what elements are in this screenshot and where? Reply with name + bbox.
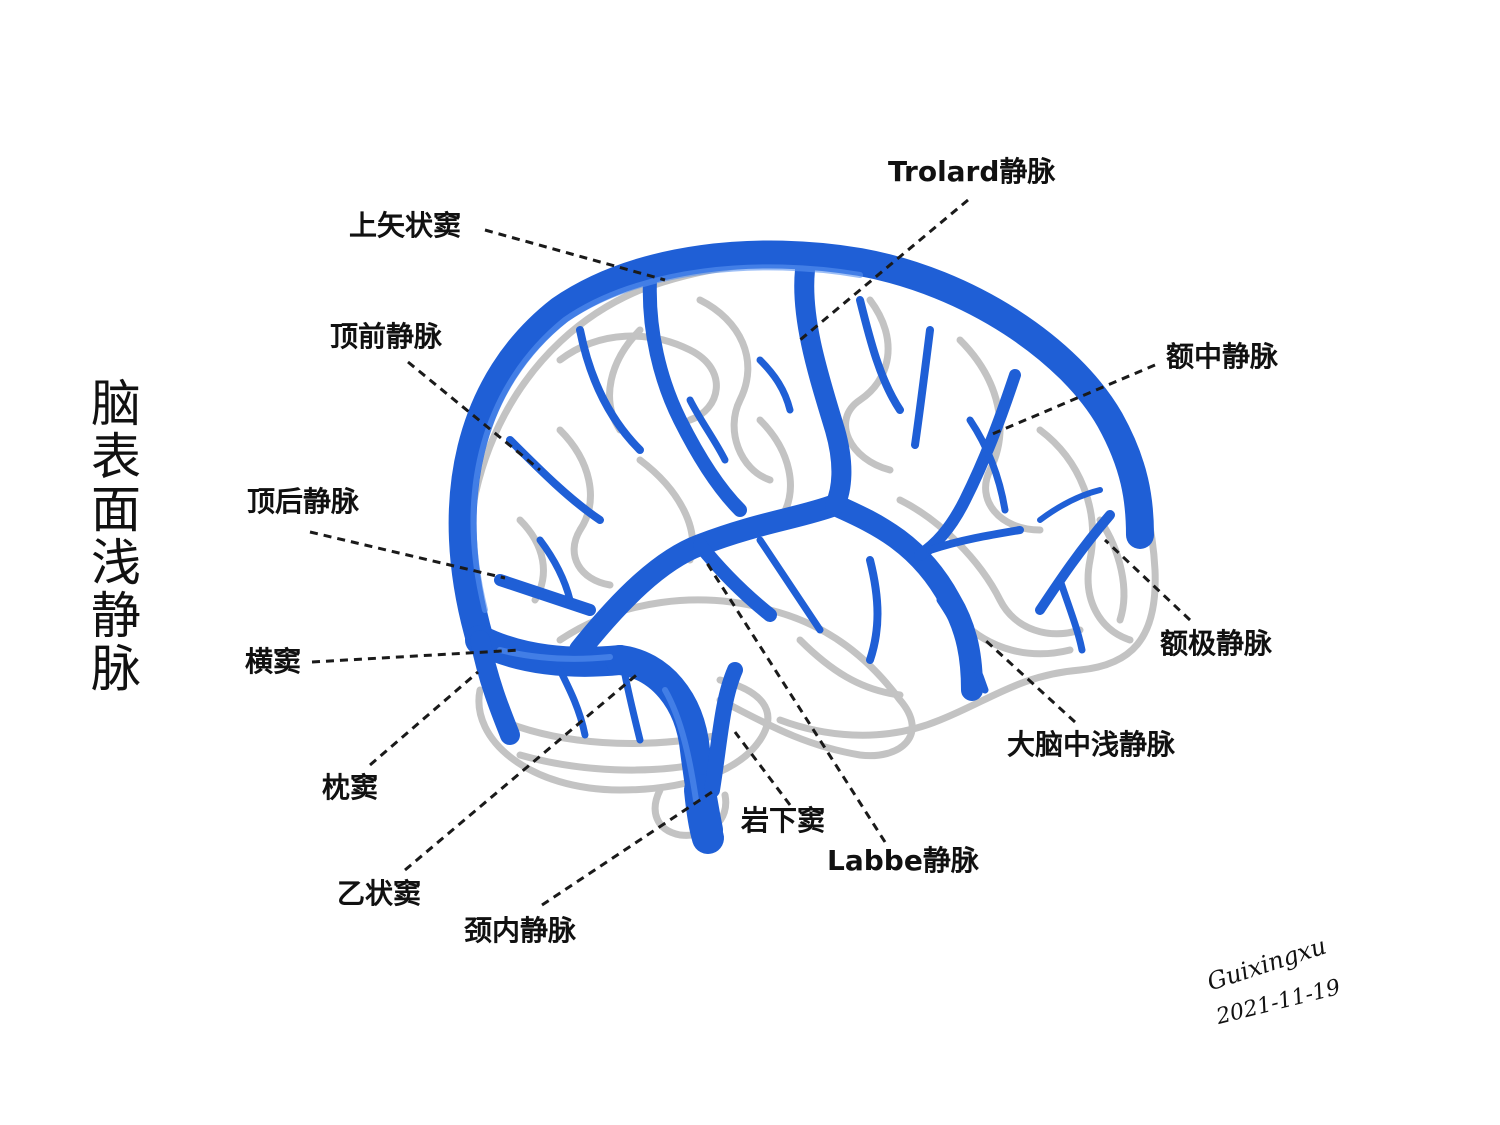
branch-12 (621, 671, 644, 744)
gyrus-6 (556, 426, 614, 589)
label-superior-sagittal-sinus: 上矢状窦 (349, 209, 462, 242)
leader-frontal-polar-vein (1103, 538, 1192, 622)
label-sigmoid-sinus: 乙状窦 (337, 877, 422, 910)
label-frontal-polar-vein: 额极静脉 (1160, 627, 1273, 660)
leader-middle-frontal-vein (989, 363, 1156, 437)
branch-9 (926, 526, 1024, 554)
leader-internal-jugular-vein (541, 788, 716, 907)
gyrus-1 (556, 332, 720, 424)
anterior-parietal-vessel (642, 273, 747, 517)
superior-sagittal-sinus-vessel (448, 240, 1154, 654)
trolard-vessel (794, 260, 852, 515)
branch-10 (1056, 576, 1086, 654)
gyrus-3 (842, 296, 894, 474)
veins (448, 240, 1154, 854)
gyrus-14 (1096, 516, 1128, 624)
leader-transverse-sinus (311, 648, 521, 664)
transverse-highlight (497, 647, 613, 662)
label-transverse-sinus: 横窦 (245, 645, 302, 678)
label-labbe-vein: Labbe静脉 (827, 844, 979, 877)
labbe-vessel (693, 538, 777, 622)
leader-anterior-parietal-vein (407, 360, 541, 472)
leader-occipital-sinus (369, 670, 479, 767)
label-occipital-sinus: 枕窦 (322, 771, 379, 804)
branch-8 (936, 596, 989, 694)
label-posterior-parietal-vein: 顶后静脉 (247, 485, 360, 518)
label-middle-frontal-vein: 额中静脉 (1166, 340, 1279, 373)
gyrus-4 (956, 336, 1044, 534)
leader-inferior-petrosal-sinus (733, 731, 792, 806)
leader-lines (309, 198, 1192, 907)
label-superficial-middle-cerebral-vein: 大脑中浅静脉 (1007, 728, 1176, 761)
gyrus-2 (696, 296, 774, 484)
leader-superior-sagittal-sinus (484, 228, 666, 282)
vein-highlights (470, 264, 863, 803)
branch-13 (536, 536, 574, 604)
sagittal-highlight (470, 264, 863, 613)
leader-trolard-vein (799, 198, 969, 342)
brainstem-outline (651, 786, 730, 839)
gyrus-11 (796, 636, 904, 699)
branch-11 (556, 666, 589, 739)
branch-15 (966, 416, 1009, 514)
branch-4 (911, 326, 934, 449)
branch-14 (686, 396, 729, 464)
branch-6 (866, 556, 882, 664)
label-inferior-petrosal-sinus: 岩下窦 (741, 804, 826, 837)
leader-posterior-parietal-vein (309, 530, 506, 580)
branch-5 (756, 356, 794, 414)
inferior-petrosal-vessel (704, 662, 743, 798)
frontal-polar-vessel (1035, 510, 1115, 615)
label-anterior-parietal-vein: 顶前静脉 (330, 320, 443, 353)
label-internal-jugular-vein: 颈内静脉 (464, 914, 577, 947)
branch-3 (856, 296, 904, 414)
branch-2 (506, 436, 604, 524)
gyrus-5 (1036, 426, 1134, 644)
gyrus-9 (896, 496, 1084, 638)
posterior-parietal-vessel (494, 574, 596, 616)
jugular-highlight (662, 687, 699, 803)
diagram-title: 脑表面浅静脉 (91, 375, 141, 698)
branch-1 (576, 326, 644, 454)
leader-superficial-middle-cerebral-vein (983, 638, 1077, 724)
branch-16 (1037, 487, 1103, 523)
gyrus-8 (756, 416, 794, 524)
leader-sigmoid-sinus (404, 670, 641, 872)
internal-jugular-vessel (684, 774, 724, 854)
branch-7 (756, 536, 824, 634)
label-trolard-vein: Trolard静脉 (888, 155, 1056, 188)
middle-frontal-vessel (914, 369, 1021, 561)
